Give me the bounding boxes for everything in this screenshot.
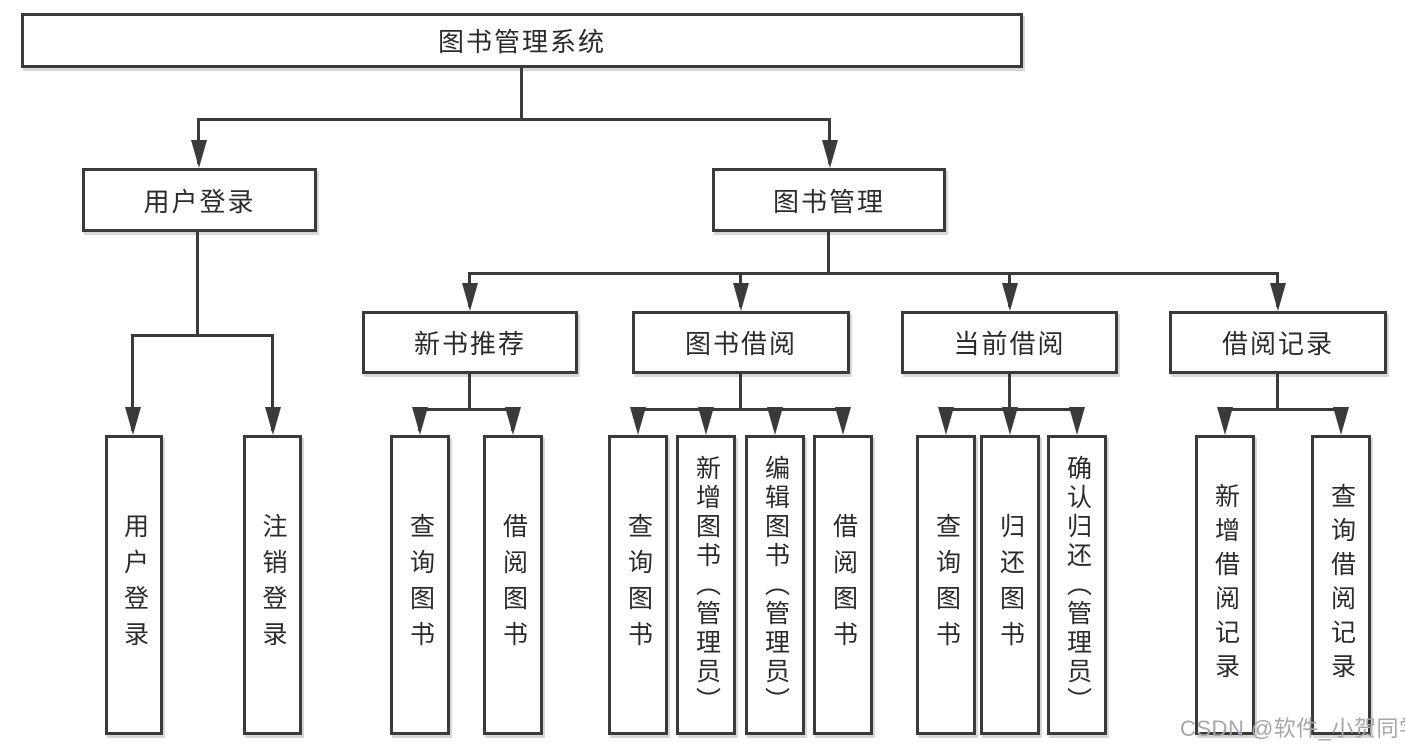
- arrow-down-icon: [630, 407, 646, 435]
- node-label: 用户登录: [143, 186, 256, 217]
- arrow-down-icon: [462, 283, 478, 311]
- node-label: 查询图书: [624, 513, 653, 657]
- arrow-down-icon: [412, 407, 428, 435]
- leaf-query-book-2: 查询图书: [608, 435, 668, 735]
- arrow-down-icon: [1069, 407, 1085, 435]
- node-label: 当前借阅: [953, 329, 1066, 359]
- arrow-down-icon: [1333, 407, 1349, 435]
- leaf-logout: 注销登录: [243, 435, 302, 735]
- connector-line: [196, 232, 199, 334]
- node-label: 借阅图书: [829, 513, 858, 657]
- arrow-down-icon: [125, 407, 141, 435]
- node-borrow-records: 借阅记录: [1169, 311, 1387, 374]
- node-label: 图书管理: [772, 186, 885, 217]
- leaf-user-login: 用户登录: [105, 435, 163, 735]
- connector-line: [827, 232, 830, 272]
- node-label: 新书推荐: [413, 329, 526, 359]
- arrow-down-icon: [835, 407, 851, 435]
- node-label: 归还图书: [996, 513, 1025, 657]
- arrow-down-icon: [822, 140, 838, 168]
- node-library-system: 图书管理系统: [21, 13, 1023, 68]
- node-label: 借阅图书: [499, 513, 528, 657]
- leaf-query-book-1: 查询图书: [390, 435, 450, 735]
- node-label: 查询图书: [406, 513, 435, 657]
- node-user-login: 用户登录: [82, 168, 317, 232]
- arrow-down-icon: [733, 283, 749, 311]
- connector-line: [739, 373, 742, 410]
- arrow-down-icon: [767, 407, 783, 435]
- leaf-add-borrow-record: 新增借阅记录: [1195, 435, 1255, 735]
- node-book-management: 图书管理: [712, 168, 946, 232]
- node-book-borrowing: 图书借阅: [632, 311, 850, 374]
- node-label: 查询借阅记录: [1327, 483, 1356, 687]
- connector-line: [468, 373, 471, 410]
- connector-line: [468, 272, 1279, 275]
- arrow-down-icon: [505, 407, 521, 435]
- connector-line: [131, 334, 134, 431]
- node-label: 注销登录: [259, 513, 287, 657]
- node-label: 查询图书: [932, 513, 961, 657]
- node-label: 新增借阅记录: [1211, 483, 1240, 687]
- leaf-return-book: 归还图书: [980, 435, 1040, 735]
- connector-line: [520, 68, 523, 118]
- connector-line: [131, 334, 274, 337]
- connector-line: [418, 408, 515, 411]
- leaf-edit-book-admin: 编辑图书（管理员）: [745, 435, 805, 735]
- arrow-down-icon: [1002, 283, 1018, 311]
- arrow-down-icon: [698, 407, 714, 435]
- node-label: 借阅记录: [1221, 329, 1334, 359]
- connector-line: [1276, 373, 1279, 410]
- leaf-borrow-book-1: 借阅图书: [483, 435, 543, 735]
- node-label: 确认归还（管理员）: [1063, 454, 1092, 716]
- connector-line: [1008, 373, 1011, 410]
- arrow-down-icon: [1217, 407, 1233, 435]
- watermark: CSDN @软件_小贺同学: [1180, 716, 1405, 741]
- arrow-down-icon: [1002, 407, 1018, 435]
- node-label: 编辑图书（管理员）: [761, 454, 790, 716]
- connector-line: [197, 118, 831, 121]
- arrow-down-icon: [265, 407, 281, 435]
- leaf-borrow-book-2: 借阅图书: [813, 435, 873, 735]
- connector-line: [636, 408, 845, 411]
- node-label: 图书借阅: [684, 329, 797, 359]
- leaf-query-book-3: 查询图书: [916, 435, 976, 735]
- leaf-add-book-admin: 新增图书（管理员）: [676, 435, 736, 735]
- node-new-book-recommend: 新书推荐: [362, 311, 578, 374]
- leaf-confirm-return-admin: 确认归还（管理员）: [1047, 435, 1107, 735]
- leaf-query-borrow-record: 查询借阅记录: [1311, 435, 1371, 735]
- connector-line: [271, 334, 274, 431]
- node-current-borrowing: 当前借阅: [901, 311, 1118, 374]
- arrow-down-icon: [938, 407, 954, 435]
- arrow-down-icon: [191, 140, 207, 168]
- node-label: 新增图书（管理员）: [692, 454, 721, 716]
- node-label: 用户登录: [120, 513, 149, 657]
- connector-line: [1223, 408, 1343, 411]
- arrow-down-icon: [1270, 283, 1286, 311]
- node-label: 图书管理系统: [437, 27, 606, 57]
